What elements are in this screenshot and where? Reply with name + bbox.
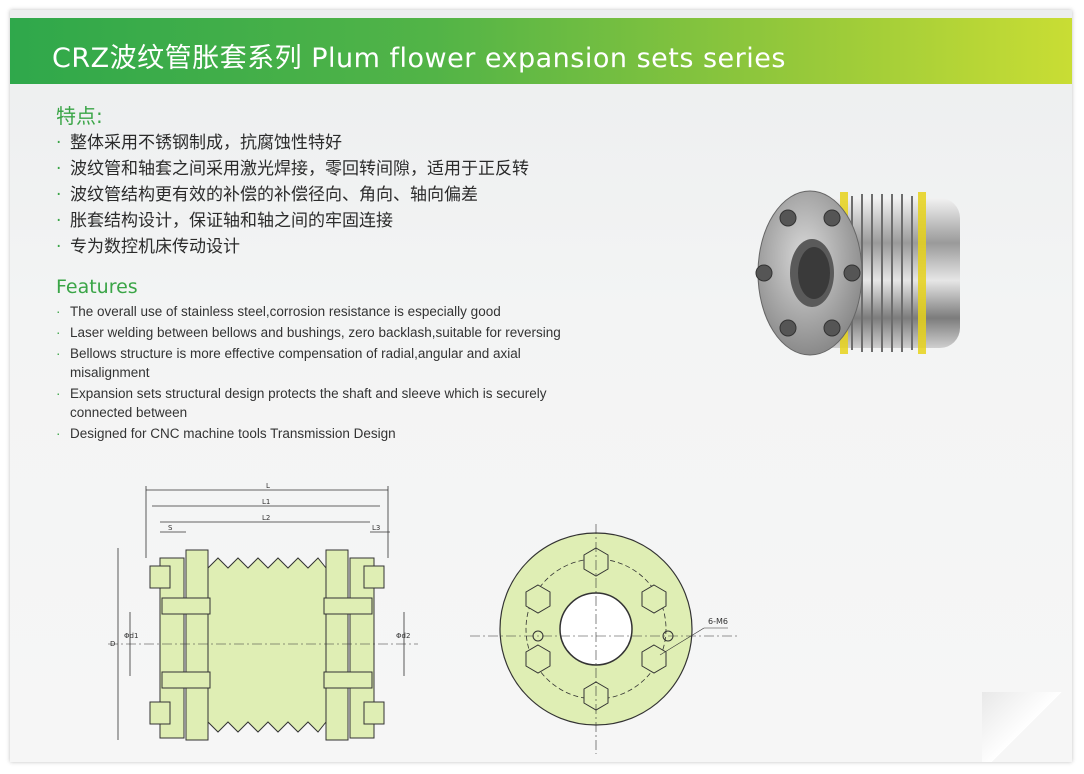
list-item: ·波纹管结构更有效的补偿的补偿径向、角向、轴向偏差 xyxy=(56,185,478,205)
list-item: ·波纹管和轴套之间采用激光焊接，零回转间隙，适用于正反转 xyxy=(56,159,529,179)
dim-s-label: S xyxy=(168,524,173,532)
page-title: CRZ波纹管胀套系列 Plum flower expansion sets se… xyxy=(52,43,786,74)
dim-l1-label: L1 xyxy=(262,498,270,506)
list-item: ·The overall use of stainless steel,corr… xyxy=(56,304,501,319)
features-zh-title: 特点: xyxy=(56,104,103,128)
list-item: ·专为数控机床传动设计 xyxy=(56,237,240,257)
features-en-title: Features xyxy=(56,276,138,298)
list-item: ·Bellows structure is more effective com… xyxy=(56,346,521,380)
list-item: ·整体采用不锈钢制成，抗腐蚀性特好 xyxy=(56,133,342,153)
front-view-drawing: 6-M6 xyxy=(470,524,740,754)
features-en-list: ·The overall use of stainless steel,corr… xyxy=(56,302,596,445)
dim-d-label: D xyxy=(110,640,115,648)
content-card: CRZ波纹管胀套系列 Plum flower expansion sets se… xyxy=(10,10,1072,762)
screw-label: 6-M6 xyxy=(708,617,728,626)
product-photo xyxy=(755,190,960,356)
dim-l3-label: L3 xyxy=(372,524,380,532)
dim-l-label: L xyxy=(266,482,270,490)
dim-d2-label: Φd2 xyxy=(396,632,410,640)
page-corner-fold xyxy=(982,692,1072,762)
dim-l2-label: L2 xyxy=(262,514,270,522)
features-zh-list: ·整体采用不锈钢制成，抗腐蚀性特好 ·波纹管和轴套之间采用激光焊接，零回转间隙，… xyxy=(56,130,529,260)
list-item: ·胀套结构设计，保证轴和轴之间的牢固连接 xyxy=(56,211,393,231)
dim-d1-label: Φd1 xyxy=(124,632,138,640)
list-item: ·Expansion sets structural design protec… xyxy=(56,386,547,420)
header-banner: CRZ波纹管胀套系列 Plum flower expansion sets se… xyxy=(10,18,1072,84)
list-item: ·Designed for CNC machine tools Transmis… xyxy=(56,426,396,441)
list-item: · Laser welding between bellows and bush… xyxy=(56,325,561,340)
side-view-drawing: L L1 L2 S L3 D Φd1 Φd2 xyxy=(108,482,418,741)
